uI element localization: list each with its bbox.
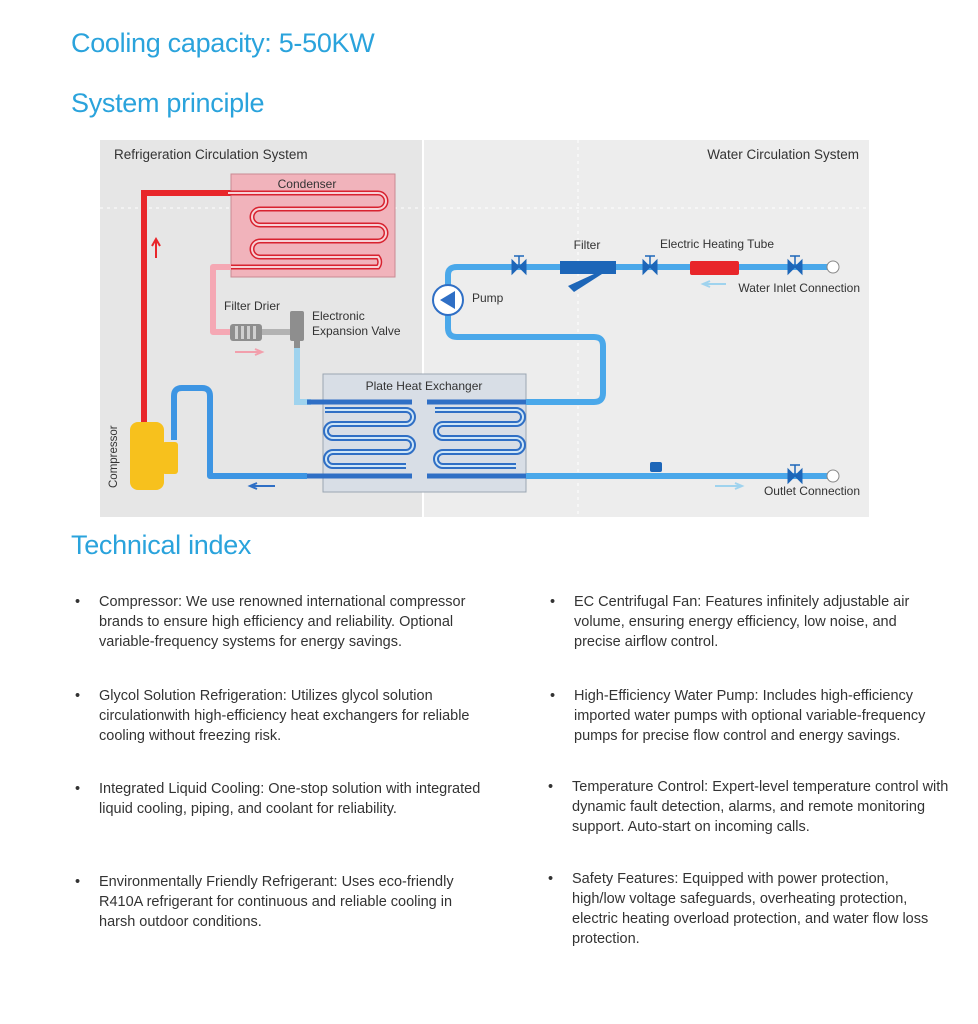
compressor-label: Compressor bbox=[108, 425, 120, 488]
suction-pipe bbox=[171, 385, 307, 479]
pump-label: Pump bbox=[472, 291, 504, 305]
cooling-capacity-title: Cooling capacity: 5-50KW bbox=[71, 28, 375, 58]
outlet-label: Outlet Connection bbox=[764, 484, 860, 498]
filter-drier-icon bbox=[230, 324, 262, 341]
list-item: •Temperature Control: Expert-level tempe… bbox=[548, 779, 949, 835]
outlet-connection bbox=[826, 469, 840, 483]
list-item-text: Integrated Liquid Cooling: One-stop solu… bbox=[99, 781, 481, 817]
list-item-text: Temperature Control: Expert-level temper… bbox=[572, 779, 949, 835]
inlet-flow-arrow-icon bbox=[700, 280, 726, 288]
compressor-icon bbox=[130, 422, 178, 490]
filter-drier-label: Filter Drier bbox=[224, 299, 280, 313]
water-system-label: Water Circulation System bbox=[707, 147, 859, 162]
right-arrow-icon bbox=[235, 348, 265, 356]
list-item-text: EC Centrifugal Fan: Features infinitely … bbox=[574, 594, 910, 650]
list-item: •Environmentally Friendly Refrigerant: U… bbox=[75, 874, 454, 930]
expansion-valve-label-1: Electronic bbox=[312, 309, 365, 323]
valve-icon-4 bbox=[787, 464, 803, 485]
electric-heating-tube bbox=[690, 261, 739, 275]
water-return-pipe bbox=[445, 264, 833, 405]
list-item-text: Safety Features: Equipped with power pro… bbox=[572, 871, 929, 947]
valve-icon-3 bbox=[787, 255, 803, 276]
water-inlet-label: Water Inlet Connection bbox=[738, 281, 860, 295]
valve-icon-1 bbox=[511, 255, 527, 276]
refrigeration-system-label: Refrigeration Circulation System bbox=[114, 147, 308, 162]
system-principle-title: System principle bbox=[71, 88, 265, 118]
expansion-valve-label-2: Expansion Valve bbox=[312, 324, 401, 338]
condenser-label: Condenser bbox=[278, 177, 337, 191]
pump-icon bbox=[432, 284, 464, 316]
list-item-text: Environmentally Friendly Refrigerant: Us… bbox=[99, 874, 454, 930]
list-item-text: High-Efficiency Water Pump: Includes hig… bbox=[574, 688, 926, 744]
list-item: •Compressor: We use renowned internation… bbox=[75, 594, 466, 650]
filter-label: Filter bbox=[574, 238, 601, 252]
electric-heating-tube-label: Electric Heating Tube bbox=[660, 237, 774, 251]
filter-icon bbox=[560, 261, 616, 292]
list-item: •High-Efficiency Water Pump: Includes hi… bbox=[550, 688, 926, 744]
left-arrow-icon bbox=[247, 482, 275, 490]
cool-refrigerant-pipe bbox=[294, 348, 311, 405]
outlet-flow-arrow-icon bbox=[715, 482, 745, 490]
technical-index-title: Technical index bbox=[71, 530, 252, 560]
list-item: •EC Centrifugal Fan: Features infinitely… bbox=[550, 594, 910, 650]
valve-icon-2 bbox=[642, 255, 658, 276]
plate-heat-exchanger-label: Plate Heat Exchanger bbox=[366, 379, 483, 393]
list-item-text: Compressor: We use renowned internationa… bbox=[99, 594, 466, 650]
water-inlet-connection bbox=[826, 260, 840, 274]
hot-refrigerant-pipe bbox=[141, 190, 232, 430]
plate-heat-exchanger bbox=[322, 373, 527, 493]
warm-refrigerant-pipe bbox=[210, 264, 238, 335]
expansion-valve-icon bbox=[290, 311, 304, 348]
list-item: •Safety Features: Equipped with power pr… bbox=[548, 871, 929, 947]
up-arrow-icon bbox=[151, 236, 161, 258]
sensor-icon bbox=[650, 462, 662, 472]
list-item: •Glycol Solution Refrigeration: Utilizes… bbox=[75, 688, 470, 744]
system-principle-diagram: Refrigeration Circulation System Water C… bbox=[100, 140, 869, 517]
list-item: •Integrated Liquid Cooling: One-stop sol… bbox=[75, 781, 481, 817]
list-item-text: Glycol Solution Refrigeration: Utilizes … bbox=[99, 688, 470, 744]
